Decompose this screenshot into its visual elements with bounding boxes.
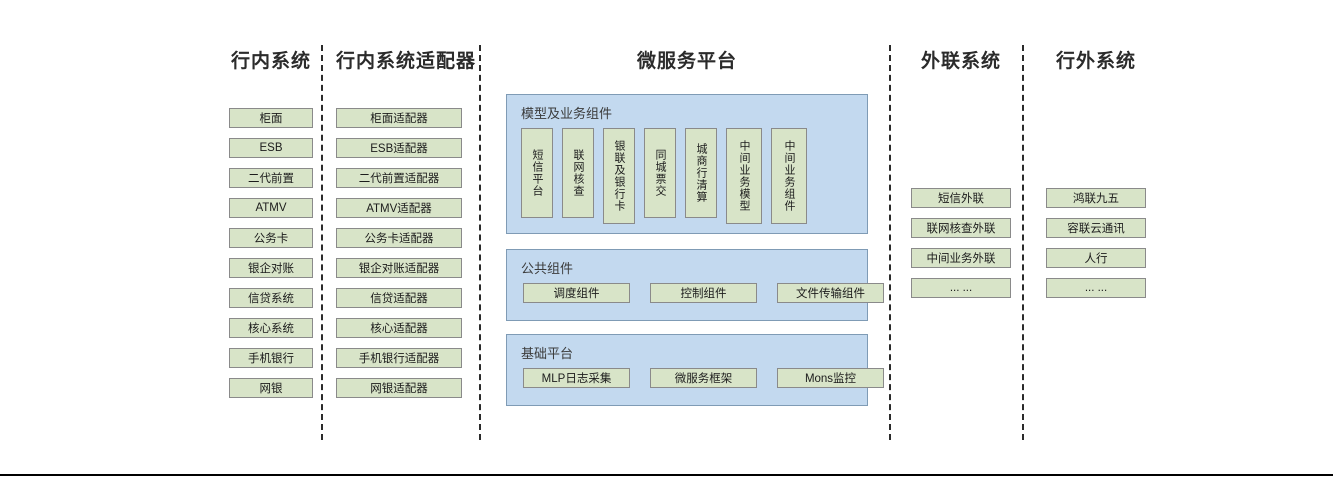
node-list-external-link-systems: 短信外联 联网核查外联 中间业务外联 ... ... (911, 188, 1011, 308)
divider-1 (321, 45, 323, 440)
horizontal-node-row: MLP日志采集 微服务框架 Mons监控 (523, 368, 884, 388)
node-item[interactable]: 柜面适配器 (336, 108, 462, 128)
panel-public-components: 公共组件 调度组件 控制组件 文件传输组件 (506, 249, 884, 321)
column-inbank-adapters: 行内系统适配器 柜面适配器 ESB适配器 二代前置适配器 ATMV适配器 公务卡… (336, 46, 477, 398)
node-item[interactable]: 控制组件 (650, 283, 757, 303)
node-list-inbank-adapters: 柜面适配器 ESB适配器 二代前置适配器 ATMV适配器 公务卡适配器 银企对账… (336, 108, 462, 408)
node-item[interactable]: 柜面 (229, 108, 313, 128)
horizontal-node-row: 调度组件 控制组件 文件传输组件 (523, 283, 884, 303)
node-item[interactable]: 中间业务组件 (771, 128, 807, 224)
column-title-inbank-systems: 行内系统 (230, 51, 311, 72)
node-item[interactable]: 联网核查 (562, 128, 594, 218)
node-item[interactable]: 信贷适配器 (336, 288, 462, 308)
divider-3 (889, 45, 891, 440)
column-title-external-link-systems: 外联系统 (920, 51, 1001, 72)
node-item[interactable]: ... ... (911, 278, 1011, 298)
node-item[interactable]: ATMV适配器 (336, 198, 462, 218)
column-inbank-systems: 行内系统 柜面 ESB 二代前置 ATMV 公务卡 银企对账 信贷系统 核心系统… (229, 46, 313, 398)
node-item[interactable]: 银企对账适配器 (336, 258, 462, 278)
node-list-outbank-systems: 鸿联九五 容联云通讯 人行 ... ... (1046, 188, 1146, 308)
node-item[interactable]: 网银 (229, 378, 313, 398)
node-item[interactable]: 二代前置适配器 (336, 168, 462, 188)
node-item[interactable]: 城商行清算 (685, 128, 717, 218)
node-item[interactable]: 鸿联九五 (1046, 188, 1146, 208)
node-item[interactable]: Mons监控 (777, 368, 884, 388)
node-item[interactable]: 容联云通讯 (1046, 218, 1146, 238)
node-item[interactable]: 中间业务模型 (726, 128, 762, 224)
node-item[interactable]: 银联及银行卡 (603, 128, 635, 224)
node-item[interactable]: ESB适配器 (336, 138, 462, 158)
node-item[interactable]: 短信外联 (911, 188, 1011, 208)
node-item[interactable]: ATMV (229, 198, 313, 218)
node-item[interactable]: 调度组件 (523, 283, 630, 303)
node-item[interactable]: 联网核查外联 (911, 218, 1011, 238)
node-item[interactable]: 核心适配器 (336, 318, 462, 338)
node-item[interactable]: 短信平台 (521, 128, 553, 218)
column-title-inbank-adapters: 行内系统适配器 (336, 51, 477, 72)
column-title-outbank-systems: 行外系统 (1055, 51, 1136, 72)
column-external-link-systems: 外联系统 短信外联 联网核查外联 中间业务外联 ... ... (911, 46, 1011, 298)
column-outbank-systems: 行外系统 鸿联九五 容联云通讯 人行 ... ... (1046, 46, 1146, 298)
node-item[interactable]: 核心系统 (229, 318, 313, 338)
node-item[interactable]: 信贷系统 (229, 288, 313, 308)
node-item[interactable]: 同城票交 (644, 128, 676, 218)
node-item[interactable]: ESB (229, 138, 313, 158)
node-list-inbank-systems: 柜面 ESB 二代前置 ATMV 公务卡 银企对账 信贷系统 核心系统 手机银行… (229, 108, 313, 408)
vertical-node-row: 短信平台 联网核查 银联及银行卡 同城票交 城商行清算 中间业务模型 中间业务组… (521, 128, 807, 224)
node-item[interactable]: MLP日志采集 (523, 368, 630, 388)
divider-4 (1022, 45, 1024, 440)
node-item[interactable]: 中间业务外联 (911, 248, 1011, 268)
panel-label: 基础平台 (521, 346, 574, 361)
node-item[interactable]: 公务卡 (229, 228, 313, 248)
node-item[interactable]: 银企对账 (229, 258, 313, 278)
node-item[interactable]: 微服务框架 (650, 368, 757, 388)
platform-title: 微服务平台 (636, 51, 737, 72)
panel-model-business-components: 模型及业务组件 短信平台 联网核查 银联及银行卡 同城票交 城商行清算 中间业务… (506, 94, 868, 234)
bottom-rule (0, 474, 1333, 476)
panel-base-platform: 基础平台 MLP日志采集 微服务框架 Mons监控 (506, 334, 884, 406)
divider-2 (479, 45, 481, 440)
node-item[interactable]: 文件传输组件 (777, 283, 884, 303)
node-item[interactable]: 公务卡适配器 (336, 228, 462, 248)
node-item[interactable]: 二代前置 (229, 168, 313, 188)
panel-label: 公共组件 (521, 261, 574, 276)
node-item[interactable]: 网银适配器 (336, 378, 462, 398)
node-item[interactable]: 手机银行 (229, 348, 313, 368)
panel-label: 模型及业务组件 (521, 106, 613, 121)
node-item[interactable]: 手机银行适配器 (336, 348, 462, 368)
node-item[interactable]: ... ... (1046, 278, 1146, 298)
node-item[interactable]: 人行 (1046, 248, 1146, 268)
